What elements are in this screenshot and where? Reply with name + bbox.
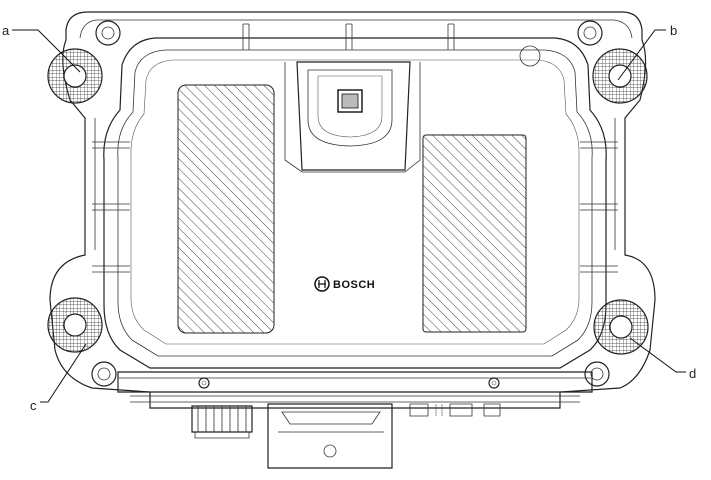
top-tabs [242,23,455,50]
mounting-pad-a [47,48,103,104]
leader-line-c [40,343,87,403]
mounting-pad-d [593,299,649,355]
brand-text: BOSCH [333,279,375,291]
mounting-pad-c [47,297,103,353]
corner-screws [91,20,610,387]
leader-line-b [617,29,666,81]
inner-frame [103,37,607,369]
label-a: a [2,23,10,38]
mounting-pad-b [592,48,648,104]
hatched-area-left [177,84,275,334]
central-recess [284,61,421,173]
pressure-sensor [337,89,363,113]
left-connector [191,405,253,439]
bottom-rail [117,371,593,403]
label-c: c [30,398,37,413]
side-ribs [92,141,618,273]
label-b: b [670,23,677,38]
hatched-area-right [422,134,527,333]
brand-logo: BOSCH [314,276,375,292]
bottom-plug [267,403,393,469]
label-d: d [689,366,696,381]
leader-line-d [629,337,686,373]
leader-line-a [12,29,81,73]
right-connectors [409,403,501,417]
